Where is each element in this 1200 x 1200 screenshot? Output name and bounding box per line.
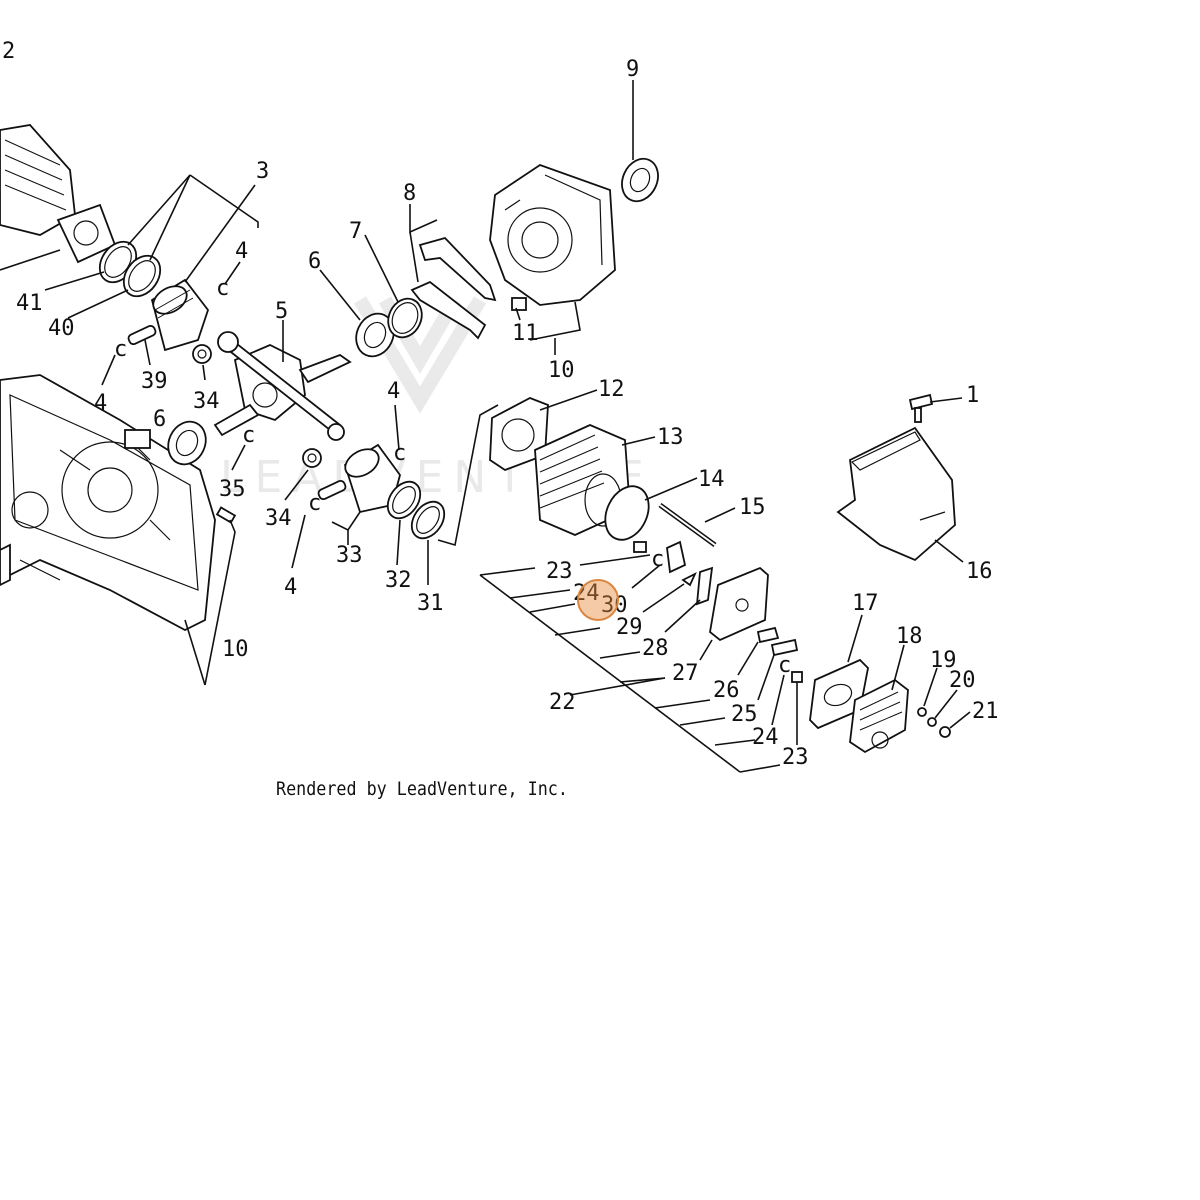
callout-4: 4 (94, 391, 107, 416)
callout-19: 19 (930, 648, 957, 673)
gasket-14 (604, 485, 650, 541)
crankcase-housing (0, 374, 237, 632)
callout-17: 17 (852, 591, 879, 616)
callout-33: 33 (336, 543, 363, 568)
part-30-hotspot[interactable] (577, 579, 619, 621)
callout-4: 4 (284, 575, 297, 600)
callout-34: 34 (193, 389, 220, 414)
callout-31: 31 (417, 591, 444, 616)
callout-1: 1 (966, 383, 979, 408)
piston-upper (150, 278, 210, 352)
callout-23: 23 (546, 559, 573, 584)
callout-28: 28 (642, 636, 669, 661)
svg-text:c: c (778, 653, 791, 678)
callout-15: 15 (739, 495, 766, 520)
callout-12: 12 (598, 377, 625, 402)
callout-23: 23 (782, 745, 809, 770)
intake-parts: c c (633, 540, 803, 683)
render-credit: Rendered by LeadVenture, Inc. (276, 778, 568, 800)
callout-6: 6 (153, 407, 166, 432)
callout-20: 20 (949, 668, 976, 693)
callout-3: 3 (256, 159, 269, 184)
callout-34: 34 (265, 506, 292, 531)
callout-16: 16 (966, 559, 993, 584)
callout-11: 11 (512, 321, 539, 346)
screw-1 (908, 393, 934, 423)
callout-25: 25 (731, 702, 758, 727)
callout-13: 13 (657, 425, 684, 450)
callout-14: 14 (698, 467, 725, 492)
ring-40 (122, 254, 162, 298)
bearing-6-lower (167, 420, 207, 466)
svg-text:c: c (242, 423, 255, 448)
callout-4: 4 (387, 379, 400, 404)
callout-41: 41 (16, 291, 43, 316)
callout-21: 21 (972, 699, 999, 724)
bearing-34-lower (302, 448, 322, 468)
piston-pin-39 (127, 324, 157, 346)
part-21 (939, 726, 951, 738)
callout-24: 24 (752, 725, 779, 750)
bearing-6-upper (355, 312, 395, 358)
callout-40: 40 (48, 316, 75, 341)
bearing-9 (621, 157, 659, 203)
callout-39: 39 (141, 369, 168, 394)
svg-text:c: c (393, 441, 406, 466)
crankcase-upper (489, 164, 616, 311)
part-19 (917, 707, 927, 717)
callout-22: 22 (549, 690, 576, 715)
callout-29: 29 (616, 615, 643, 640)
leader-lines (0, 80, 971, 773)
callout-18: 18 (896, 624, 923, 649)
callout-2: 2 (2, 39, 15, 64)
part-20 (927, 717, 937, 727)
svg-text:c: c (114, 337, 127, 362)
callout-35: 35 (219, 477, 246, 502)
ring-32 (386, 480, 422, 520)
piston-lower (317, 443, 401, 514)
plate-8 (410, 236, 497, 340)
callout-5: 5 (275, 299, 288, 324)
cylinder-fragment (0, 124, 117, 264)
ring-31 (410, 500, 446, 540)
callout-32: 32 (385, 568, 412, 593)
callout-10: 10 (548, 358, 575, 383)
callout-4: 4 (235, 239, 248, 264)
callout-7: 7 (349, 219, 362, 244)
svg-text:c: c (308, 491, 321, 516)
cover-16 (836, 426, 956, 562)
svg-text:c: c (651, 547, 664, 572)
callout-9: 9 (626, 57, 639, 82)
callouts: 2 9 3 8 7 4 6 5 41 40 11 10 39 34 4 12 1… (2, 39, 999, 770)
bearing-34-upper (192, 344, 212, 364)
callout-6: 6 (308, 249, 321, 274)
callout-27: 27 (672, 661, 699, 686)
callout-8: 8 (403, 181, 416, 206)
callout-10: 10 (222, 637, 249, 662)
crankshaft (213, 331, 352, 441)
callout-26: 26 (713, 678, 740, 703)
